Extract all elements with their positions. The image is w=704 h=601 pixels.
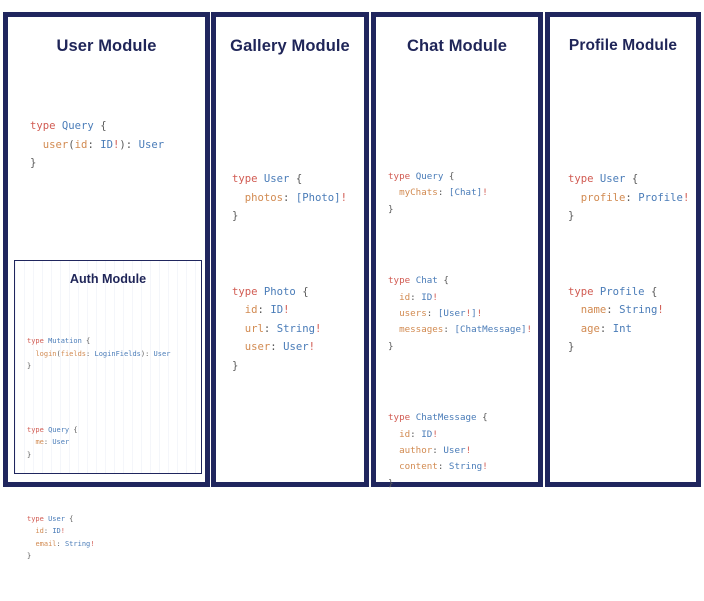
schema-block: type Query { myChats: [Chat]! } <box>388 171 488 215</box>
module-title: User Module <box>56 37 157 55</box>
schema-code-auth: type Mutation { login(fields: LoginField… <box>27 297 201 601</box>
schema-block: type ChatMessage { id: ID! author: User!… <box>388 412 488 489</box>
schema-code-gallery: type User { photos: [Photo]! } type Phot… <box>232 132 364 413</box>
schema-block: type User { id: ID! email: String! } <box>27 514 95 561</box>
schema-block: type User { profile: Profile! } <box>568 173 690 222</box>
module-card-profile[interactable]: Profile Module type User { profile: Prof… <box>548 15 698 484</box>
module-card-chat[interactable]: Chat Module type Query { myChats: [Chat]… <box>374 15 540 489</box>
diagram-canvas: User Module type Query { user(id: ID!): … <box>6 15 698 561</box>
module-title: Auth Module <box>69 272 147 286</box>
module-card-user[interactable]: User Module type Query { user(id: ID!): … <box>6 15 207 560</box>
schema-block: type Chat { id: ID! users: [User!]! mess… <box>388 275 533 352</box>
module-title: Gallery Module <box>230 37 350 55</box>
schema-block: type Mutation { login(fields: LoginField… <box>27 337 171 371</box>
schema-block: type Query { me: User } <box>27 425 78 459</box>
schema-code-profile: type User { profile: Profile! } type Pro… <box>568 132 696 395</box>
schema-block: type Profile { name: String! age: Int } <box>568 285 664 354</box>
schema-block: type Query { user(id: ID!): User } <box>30 120 165 169</box>
schema-block: type User { photos: [Photo]! } <box>232 173 347 222</box>
module-title: Profile Module <box>568 37 678 54</box>
schema-code-chat: type Query { myChats: [Chat]! } type Cha… <box>388 131 538 530</box>
schema-block: type Photo { id: ID! url: String! user: … <box>232 285 322 372</box>
module-card-auth[interactable]: Auth Module type Mutation { login(fields… <box>14 260 202 560</box>
module-title: Chat Module <box>406 37 508 55</box>
module-card-gallery[interactable]: Gallery Module type User { photos: [Phot… <box>214 15 366 484</box>
